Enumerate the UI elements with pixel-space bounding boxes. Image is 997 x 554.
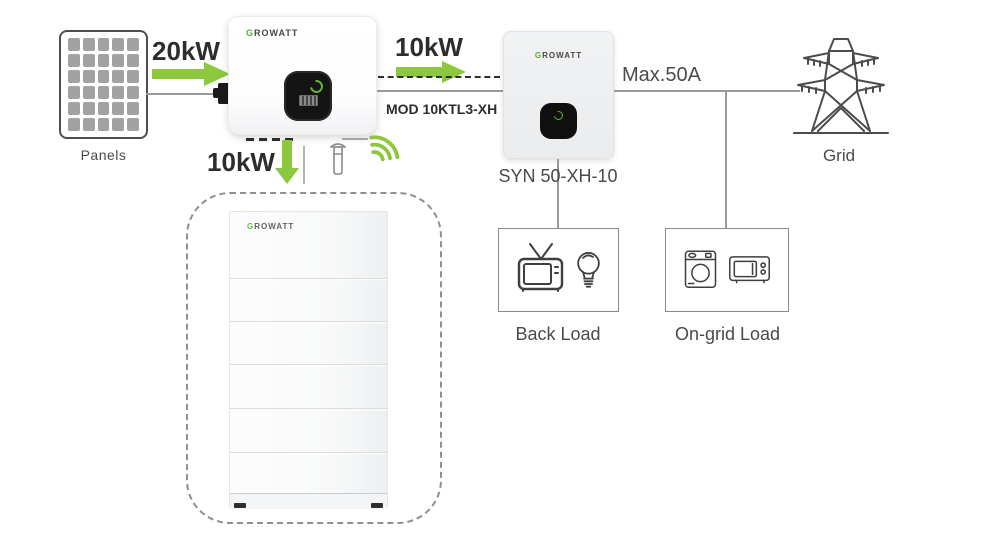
wire-inverter-to-battery [303,146,305,184]
wire-panels-to-inverter [146,93,220,95]
inverter-model-label: MOD 10KTL3-XH [386,101,498,117]
battery-foot [371,503,383,508]
syn-display [540,103,577,139]
back-load-box [498,228,619,312]
growatt-logo: GROWATT [246,28,299,38]
comm-line-dashed [378,76,500,78]
vent-dash [246,138,254,141]
bracket-line [342,138,368,140]
wire-syn-to-backload [557,159,559,228]
battery-module-divider [230,278,387,281]
wifi-signal-icon [369,135,400,162]
grid-limit-label: Max.50A [622,64,701,86]
battery-module-divider [230,452,387,455]
wire-grid-to-ongrid-load [725,90,727,228]
on-grid-load-box [665,228,789,312]
antenna-icon [330,143,346,175]
back-load-label: Back Load [515,324,601,344]
panels-label: Panels [80,147,127,163]
wire-inverter-to-syn [377,90,503,92]
arrow-right-icon [152,62,230,86]
inverter-display [284,71,332,121]
syn-device: GROWATT [503,31,614,159]
syn-flow-label: 10kW [395,32,463,62]
battery-base [230,493,387,509]
vent-dash [259,138,267,141]
battery-flow-label: 10kW [207,147,275,177]
battery-module-divider [230,321,387,324]
inverter-screen [299,95,318,106]
arrow-down-icon [275,140,299,184]
status-led-icon [552,109,565,122]
battery-boundary-dashed [186,192,442,524]
vent-dash [272,138,280,141]
battery-module-divider [230,364,387,367]
grid-label: Grid [822,146,856,165]
syn-model-label: SYN 50-XH-10 [498,166,618,186]
growatt-logo: GROWATT [247,222,295,231]
solar-panel-icon [59,30,148,139]
battery-foot [234,503,246,508]
status-led-icon [307,77,326,96]
arrow-right-icon [396,61,466,83]
pv-flow-label: 20kW [152,36,220,66]
battery-stack: GROWATT [229,211,388,509]
on-grid-load-label: On-grid Load [674,324,781,344]
wire-syn-to-grid [614,90,800,92]
solar-panel-cells [68,38,139,131]
grid-tower-icon [793,38,889,134]
battery-module-divider [230,408,387,411]
washing-machine-icon [684,250,717,288]
inverter-device: GROWATT [228,16,377,135]
vent-dash [285,138,293,141]
growatt-logo: GROWATT [534,51,583,60]
microwave-icon [729,255,770,283]
dc-connector-icon [213,83,229,104]
tv-icon [517,243,563,292]
lightbulb-icon [576,251,600,288]
